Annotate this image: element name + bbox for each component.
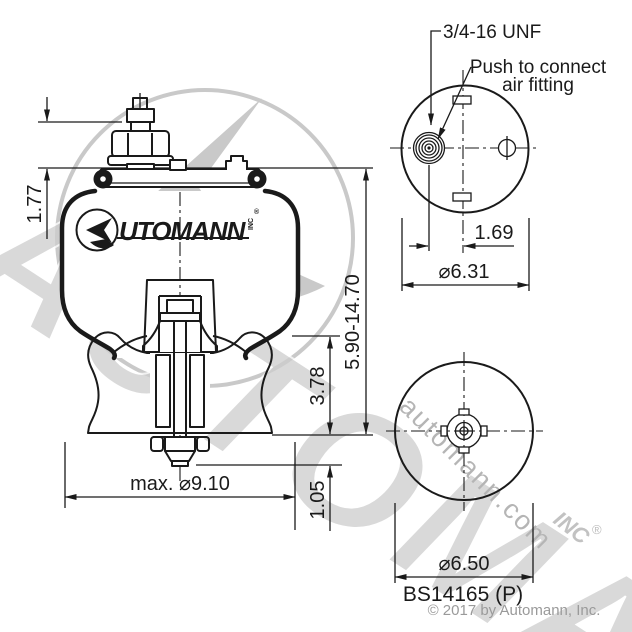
dim-overall-height: 5.90-14.70	[342, 274, 364, 370]
footer: BS14165 (P) © 2017 by Automann, Inc.	[403, 583, 601, 619]
top-view: 3/4-16 UNF Push to connect air fitting 1…	[390, 22, 607, 291]
bottom-view: ⌀6.50	[386, 352, 543, 583]
watermark-registered-mark: ®	[592, 522, 602, 537]
dim-max-diameter: max. ⌀9.10	[130, 473, 230, 495]
dim-fitting-height: 1.77	[24, 185, 46, 224]
bottom-view-dimensions: ⌀6.50	[394, 503, 534, 583]
bottom-stud-fitting	[440, 408, 488, 454]
top-plate-circle	[400, 84, 530, 214]
logo-text: UTOMANN	[119, 216, 247, 246]
side-view-dimensions: 1.77 5.90-14.70 3.78 1.05 max. ⌀9.10	[24, 97, 369, 531]
watermark: AUTOMANN automann.com INC ®	[0, 88, 632, 632]
part-number: BS14165 (P)	[403, 583, 523, 606]
mounting-stud	[169, 159, 187, 171]
dim-fitting-offset: 1.69	[475, 222, 514, 244]
piston	[87, 331, 273, 434]
stud-tip	[171, 460, 189, 467]
logo-inc-text: INC	[248, 218, 255, 230]
label-thread: 3/4-16 UNF	[443, 22, 541, 43]
bellows-outline	[59, 188, 301, 361]
air-fitting-top	[412, 131, 446, 165]
center-bolt	[150, 321, 210, 467]
bolt-head	[166, 299, 194, 314]
label-fitting-line2: air fitting	[502, 75, 574, 96]
piston-base-circle	[394, 361, 534, 501]
bead-plate	[93, 155, 267, 189]
dim-stud-length: 1.05	[307, 481, 329, 520]
logo-registered-mark: ®	[254, 208, 260, 216]
automann-logo: UTOMANN INC ®	[75, 208, 260, 252]
copyright-line: © 2017 by Automann, Inc.	[428, 602, 601, 619]
dim-bumper-height: 3.78	[307, 367, 329, 406]
logo-circle-icon	[75, 208, 119, 252]
side-view: UTOMANN INC ® 1.77 5.90-14.70 3.78 1.05 …	[24, 93, 373, 531]
logo-arrow-icon	[86, 218, 112, 243]
top-slot-upper	[452, 95, 472, 105]
combo-stud-bracket	[225, 155, 248, 170]
dim-bottom-diameter: ⌀6.50	[439, 553, 490, 575]
dim-top-diameter: ⌀6.31	[439, 261, 490, 283]
top-slot-lower	[452, 192, 472, 202]
stud-taper	[164, 450, 196, 462]
label-fitting-line1: Push to connect	[470, 57, 607, 78]
top-view-labels: 3/4-16 UNF Push to connect air fitting	[428, 22, 607, 140]
top-view-dimensions: 1.69 ⌀6.31	[401, 218, 530, 291]
